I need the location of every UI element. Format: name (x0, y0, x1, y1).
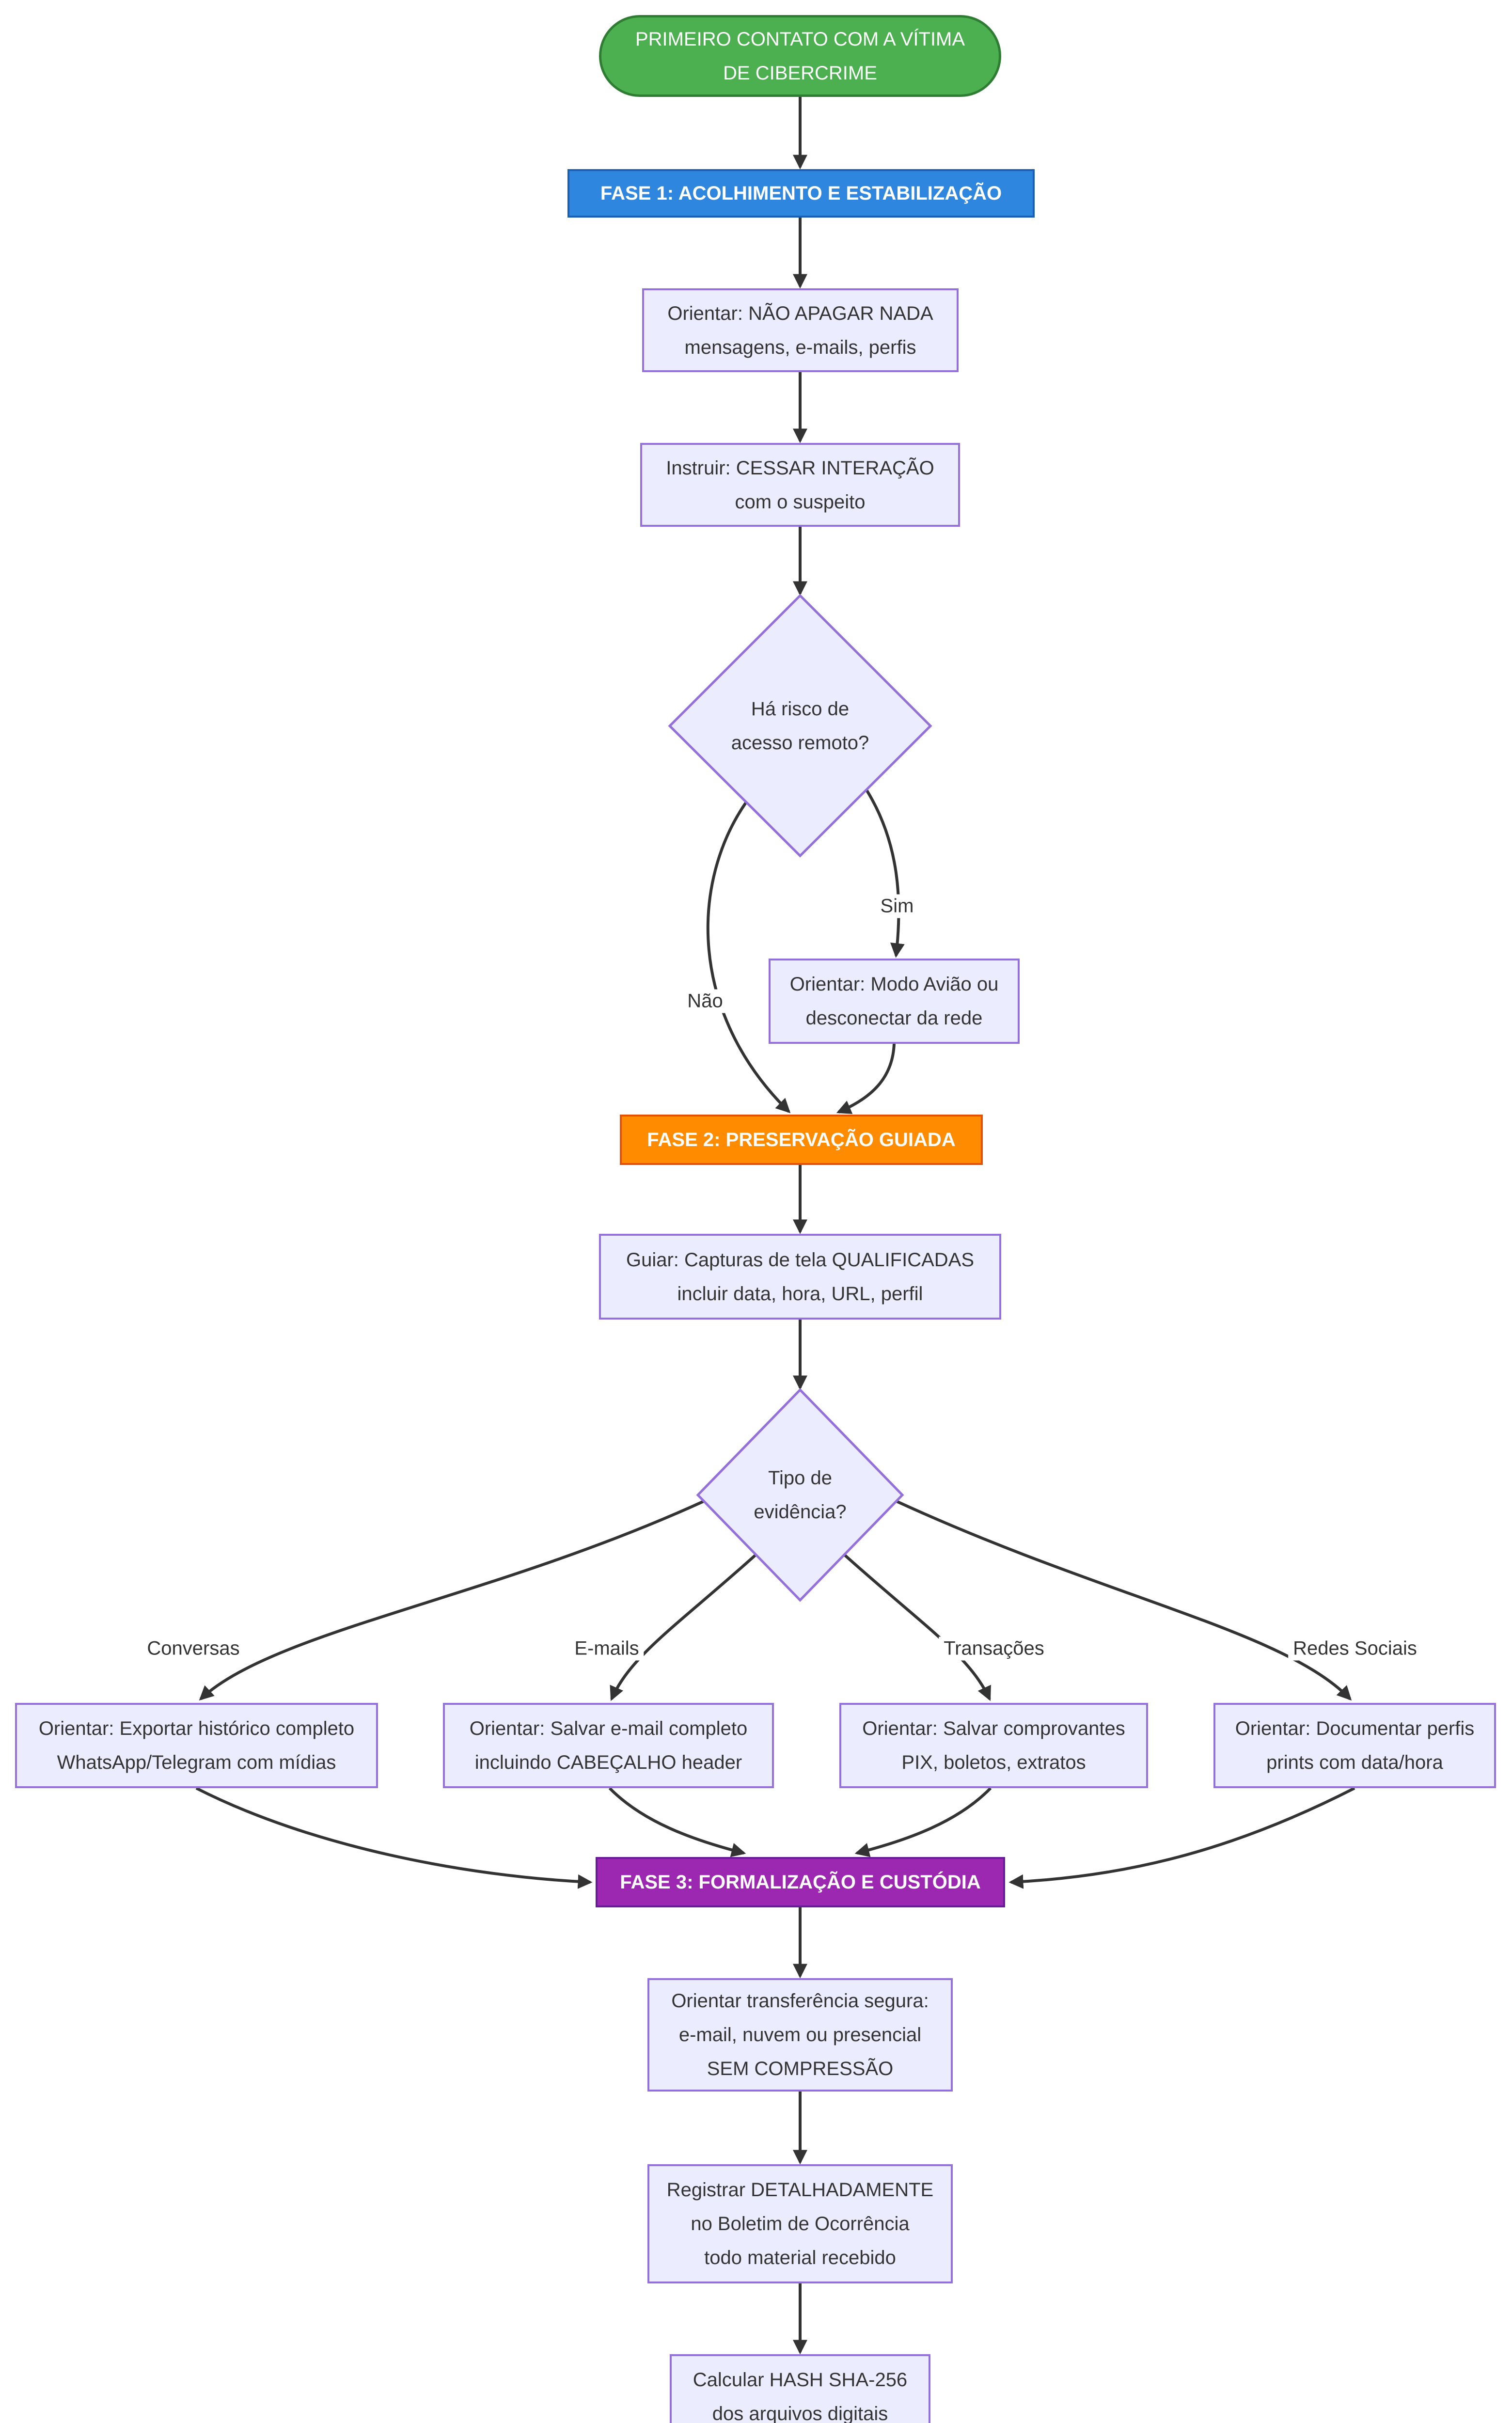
edge-conversas-fase3 (195, 1787, 593, 1889)
step-transferencia-segura: Orientar transferência segura: e-mail, n… (647, 1978, 953, 2092)
decision-acesso-remoto-shape (668, 594, 932, 858)
edge-label-transacoes: Transações (939, 1636, 1049, 1661)
edge-decisao-sim (865, 789, 905, 958)
edge-decisao2-redes (896, 1500, 1352, 1701)
phase3-header: FASE 3: FORMALIZAÇÃO E CUSTÓDIA (596, 1857, 1005, 1907)
edge-decisao2-conversas (199, 1500, 705, 1701)
step-modo-aviao: Orientar: Modo Avião ou desconectar da r… (769, 959, 1020, 1044)
start-node: PRIMEIRO CONTATO COM A VÍTIMA DE CIBERCR… (599, 15, 1001, 97)
edge-transacoes-fase3 (854, 1787, 992, 1857)
edge-label-emails: E-mails (569, 1636, 644, 1661)
step-exportar-historico: Orientar: Exportar histórico completo Wh… (15, 1703, 378, 1788)
decision-acesso-remoto-label: Há risco de acesso remoto? (731, 698, 869, 754)
step-nao-apagar: Orientar: NÃO APAGAR NADA mensagens, e-m… (642, 288, 959, 372)
step-calcular-hash: Calcular HASH SHA-256 dos arquivos digit… (670, 2354, 930, 2423)
edge-decisao2-emails (610, 1553, 757, 1701)
edge-label-redes-sociais: Redes Sociais (1288, 1636, 1422, 1661)
step-salvar-comprovantes: Orientar: Salvar comprovantes PIX, bolet… (839, 1703, 1148, 1788)
decision-tipo-evidencia-label: Tipo de evidência? (754, 1467, 847, 1523)
edge-redes-fase3 (1008, 1787, 1355, 1889)
edge-label-nao: Não (682, 989, 728, 1013)
step-cessar-interacao: Instruir: CESSAR INTERAÇÃO com o suspeit… (640, 443, 960, 527)
edge-decisao-nao (706, 801, 791, 1114)
edge-label-sim: Sim (875, 894, 919, 918)
phase2-header: FASE 2: PRESERVAÇÃO GUIADA (620, 1115, 983, 1165)
decision-tipo-evidencia-shape (696, 1388, 904, 1602)
step-salvar-email: Orientar: Salvar e-mail completo incluin… (443, 1703, 774, 1788)
phase1-header: FASE 1: ACOLHIMENTO E ESTABILIZAÇÃO (567, 169, 1035, 218)
edge-modoaviao-fase2 (836, 1043, 896, 1114)
step-capturas-tela: Guiar: Capturas de tela QUALIFICADAS inc… (599, 1234, 1001, 1320)
step-boletim-ocorrencia: Registrar DETALHADAMENTE no Boletim de O… (647, 2164, 953, 2283)
edge-decisao2-transacoes (843, 1553, 991, 1701)
step-documentar-perfis: Orientar: Documentar perfis prints com d… (1213, 1703, 1496, 1788)
edge-emails-fase3 (608, 1787, 746, 1857)
edge-label-conversas: Conversas (142, 1636, 245, 1661)
